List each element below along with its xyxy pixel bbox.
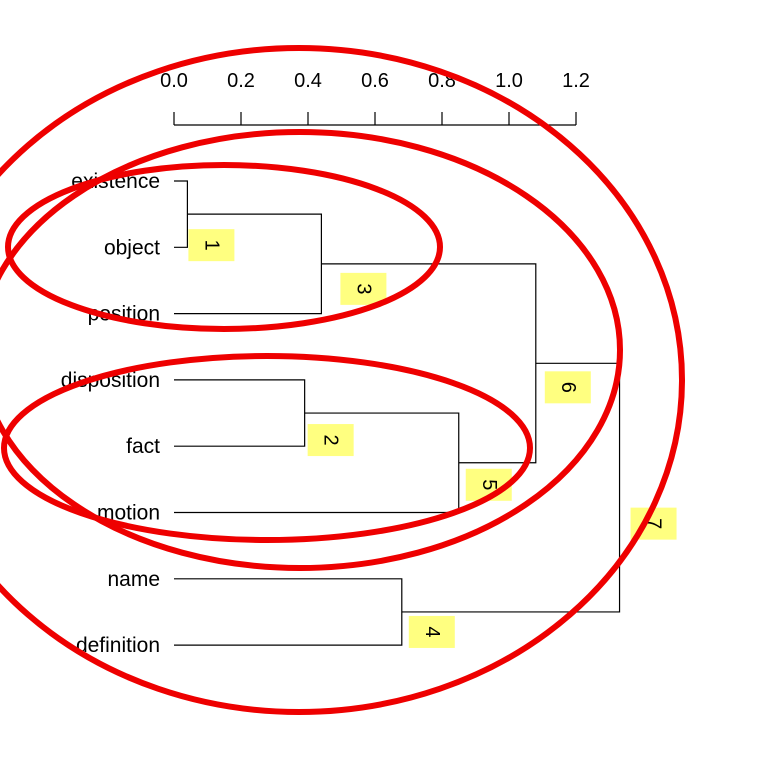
leaf-label: fact [126,435,160,458]
merge-tag-bg [340,272,387,305]
merge-bracket [174,180,188,248]
merge-tag-number: 5 [478,479,500,490]
merge-tag-bg [307,424,354,457]
leaf-label: name [107,568,160,591]
cluster-ellipses [0,45,685,715]
merge-tag-bg [188,229,235,262]
cluster-ellipse [0,45,685,715]
merge-bracket [174,578,403,646]
merge-tag-number: 7 [643,518,665,529]
merge-tag-bg [544,371,591,404]
merge-tag-bg [408,615,455,648]
leaf-label: object [104,236,160,259]
merge-link [401,362,621,613]
merge-tag: 2 [307,424,354,457]
merge-tag: 6 [544,371,591,404]
merge-tag: 4 [408,615,455,648]
leaf-labels: existenceobjectpositiondispositionfactmo… [61,170,160,657]
merge-tag-number: 4 [421,626,443,637]
axis-tick-label: 0.4 [294,70,322,92]
cluster-ellipse [1,353,533,543]
merge-link [174,578,403,646]
merge-link [174,379,306,447]
cluster-ellipse [0,129,623,571]
dendrogram-tree [174,180,621,646]
merge-tag: 3 [340,272,387,305]
merge-link [174,180,188,248]
merge-bracket [174,379,306,447]
merge-tag-number: 3 [352,283,374,294]
merge-bracket [401,362,621,613]
merge-tag: 1 [188,229,235,262]
leaf-label: definition [76,634,160,657]
axis-tick-label: 0.0 [160,70,188,92]
merge-link [174,213,322,315]
merge-tags: 1 2 3 4 5 6 7 [188,229,677,648]
merge-tag-number: 2 [320,434,342,445]
axis-tick-label: 1.0 [495,70,523,92]
leaf-label: disposition [61,369,160,392]
merge-tag-number: 6 [557,382,579,393]
merge-tag-number: 1 [200,240,222,251]
leaf-label: motion [97,502,160,525]
axis-tick-label: 0.2 [227,70,255,92]
axis-tick-label: 0.6 [361,70,389,92]
axis-tick-label: 1.2 [562,70,590,92]
merge-bracket [174,213,322,315]
cluster-ellipse [5,162,443,332]
leaf-label: existence [71,170,160,193]
